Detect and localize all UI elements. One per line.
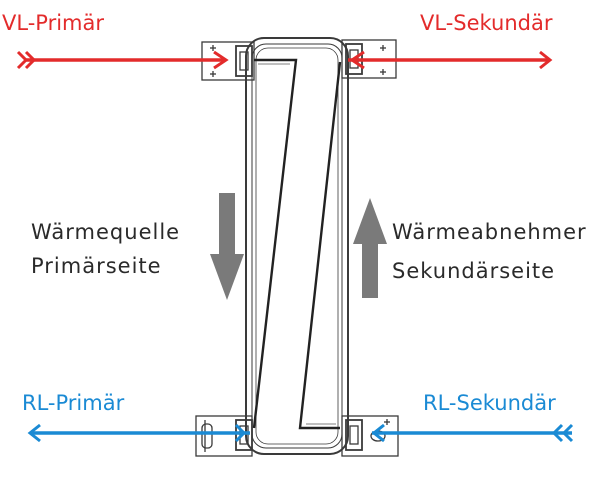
label-rl-sekundaer: RL-Sekundär — [423, 391, 556, 415]
exchanger-body — [245, 37, 349, 455]
arrow-down-icon — [210, 193, 244, 300]
rl-sekundaer-line — [371, 423, 574, 443]
label-vl-primaer: VL-Primär — [2, 11, 104, 35]
vl-primaer-line — [16, 50, 229, 70]
label-primaerseite: Primärseite — [31, 254, 162, 278]
label-rl-primaer: RL-Primär — [22, 391, 125, 415]
label-sekundaerseite: Sekundärseite — [392, 259, 556, 283]
label-waermequelle: Wärmequelle — [31, 220, 181, 244]
flow-channels — [252, 58, 342, 430]
bottom-left-flange — [195, 415, 253, 457]
rl-primaer-line — [27, 423, 250, 443]
bottom-right-flange — [341, 415, 399, 457]
vl-sekundaer-line — [348, 50, 553, 70]
label-vl-sekundaer: VL-Sekundär — [420, 11, 553, 35]
flow-channel-inner — [258, 63, 336, 425]
arrow-up-icon — [353, 198, 387, 298]
label-waermeabnehmer: Wärmeabnehmer — [392, 220, 587, 244]
